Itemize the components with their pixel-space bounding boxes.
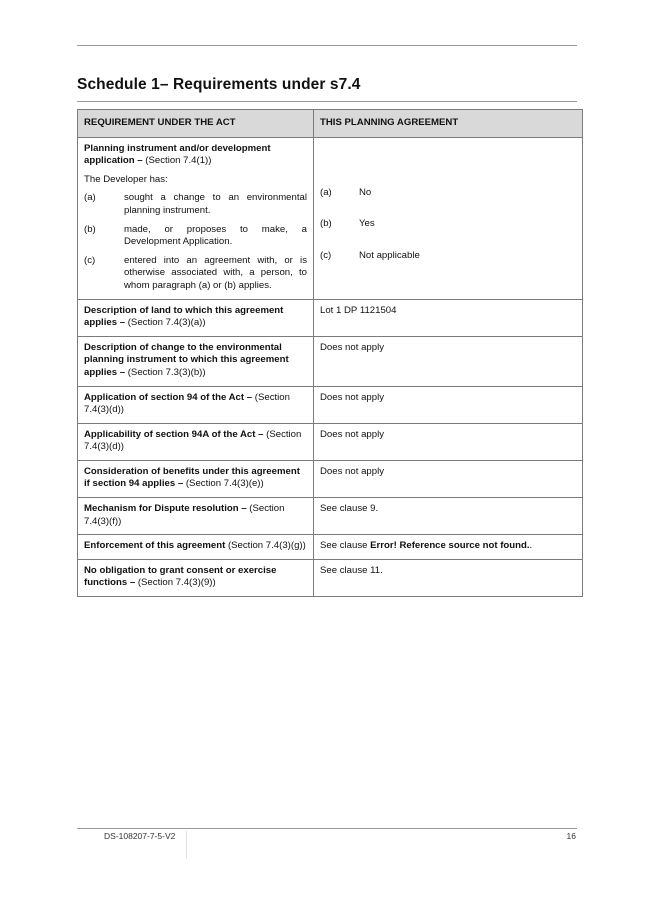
table-row: No obligation to grant consent or exerci… xyxy=(77,558,583,598)
requirement-cell: Description of change to the environment… xyxy=(77,335,314,387)
agreement-value: See clause 9. xyxy=(313,497,583,536)
answer-value: No xyxy=(359,186,372,198)
requirement-cell: Enforcement of this agreement (Section 7… xyxy=(77,534,314,560)
footer-divider xyxy=(186,831,187,859)
requirement-label: Applicability of section 94A of the Act … xyxy=(84,428,264,440)
requirement-label: Application of section 94 of the Act – xyxy=(84,391,253,403)
requirement-label: Mechanism for Dispute resolution – xyxy=(84,503,247,515)
title-underline xyxy=(77,101,577,102)
section-reference: (Section 7.4(3)(d)) xyxy=(84,391,290,416)
item-key: (c) xyxy=(84,254,96,266)
item-key: (a) xyxy=(84,192,96,204)
page-number: 16 xyxy=(566,831,576,841)
answer-item: (b) Yes xyxy=(320,218,576,231)
page-title: Schedule 1– Requirements under s7.4 xyxy=(77,76,361,93)
answer-key: (b) xyxy=(320,218,332,230)
requirement-label: Description of land to which this agreem… xyxy=(84,304,284,329)
answer-value: Not applicable xyxy=(359,249,420,261)
table-row: Description of change to the environment… xyxy=(77,335,583,387)
section-reference: (Section 7.4(3)(9)) xyxy=(135,577,216,589)
section-reference: (Section 7.4(3)(a)) xyxy=(125,317,206,329)
requirement-cell: Applicability of section 94A of the Act … xyxy=(77,422,314,461)
column-header-agreement: THIS PLANNING AGREEMENT xyxy=(313,109,583,138)
answer-key: (c) xyxy=(320,249,332,261)
answer-item: (c) Not applicable xyxy=(320,250,576,263)
requirement-text: Planning instrument and/or development a… xyxy=(84,143,307,168)
agreement-value: Does not apply xyxy=(313,335,583,387)
section-reference: (Section 7.4(3)(g)) xyxy=(225,540,306,552)
agreement-value: Does not apply xyxy=(313,459,583,499)
document-id: DS-108207-7-5-V2 xyxy=(104,831,176,841)
item-text: made, or proposes to make, a Development… xyxy=(124,223,307,248)
item-text: sought a change to an environmental plan… xyxy=(124,192,307,216)
requirement-label: Consideration of benefits under this agr… xyxy=(84,465,300,490)
item-text: entered into an agreement with, or is ot… xyxy=(124,254,307,291)
header-rule xyxy=(77,45,577,46)
agreement-value: Lot 1 DP 1121504 xyxy=(313,298,583,337)
requirement-cell: Description of land to which this agreem… xyxy=(77,298,314,337)
requirements-table: REQUIREMENT UNDER THE ACT THIS PLANNING … xyxy=(77,109,583,598)
list-item: (a) sought a change to an environmental … xyxy=(84,192,307,217)
broken-reference-link[interactable]: Error! Reference source not found. xyxy=(370,540,530,552)
section-reference: (Section 7.3(3)(b)) xyxy=(125,366,206,378)
value-prefix: See clause xyxy=(320,540,371,552)
item-key: (b) xyxy=(84,223,96,235)
requirement-cell: Planning instrument and/or development a… xyxy=(77,136,314,300)
requirement-cell: Mechanism for Dispute resolution – (Sect… xyxy=(77,497,314,536)
table-header-row: REQUIREMENT UNDER THE ACT THIS PLANNING … xyxy=(77,109,583,138)
requirement-cell: Consideration of benefits under this agr… xyxy=(77,459,314,499)
section-reference: (Section 7.4(1)) xyxy=(142,155,212,167)
value-suffix: . xyxy=(529,540,533,552)
answer-value: Yes xyxy=(359,218,375,230)
requirement-label: Enforcement of this agreement xyxy=(84,540,226,552)
agreement-cell: See clause Error! Reference source not f… xyxy=(313,534,583,560)
section-reference: (Section 7.4(3)(f)) xyxy=(84,503,285,527)
table-row: Description of land to which this agreem… xyxy=(77,298,583,337)
footer-rule xyxy=(77,828,577,829)
table-row: Application of section 94 of the Act – (… xyxy=(77,385,583,424)
table-row: Applicability of section 94A of the Act … xyxy=(77,422,583,461)
agreement-cell: (a) No (b) Yes (c) Not applicable xyxy=(313,136,583,300)
section-reference: (Section 7.4(3)(d)) xyxy=(84,428,302,453)
list-item: (c) entered into an agreement with, or i… xyxy=(84,255,307,293)
table-row: Consideration of benefits under this agr… xyxy=(77,459,583,499)
column-header-requirement: REQUIREMENT UNDER THE ACT xyxy=(77,109,314,138)
requirement-cell: Application of section 94 of the Act – (… xyxy=(77,385,314,424)
requirement-cell: No obligation to grant consent or exerci… xyxy=(77,558,314,598)
requirement-label: Description of change to the environment… xyxy=(84,341,289,378)
list-item: (b) made, or proposes to make, a Develop… xyxy=(84,224,307,249)
agreement-value: Does not apply xyxy=(313,385,583,424)
answer-key: (a) xyxy=(320,186,332,198)
table-row: Mechanism for Dispute resolution – (Sect… xyxy=(77,497,583,536)
table-row: Enforcement of this agreement (Section 7… xyxy=(77,534,583,560)
table-row: Planning instrument and/or development a… xyxy=(77,136,583,300)
agreement-value: Does not apply xyxy=(313,422,583,461)
requirement-label: Planning instrument and/or development a… xyxy=(84,142,271,167)
answer-item: (a) No xyxy=(320,187,576,200)
requirement-label: No obligation to grant consent or exerci… xyxy=(84,564,277,589)
agreement-value: See clause 11. xyxy=(313,558,583,598)
developer-intro: The Developer has: xyxy=(84,173,168,185)
section-reference: (Section 7.4(3)(e)) xyxy=(183,478,264,490)
